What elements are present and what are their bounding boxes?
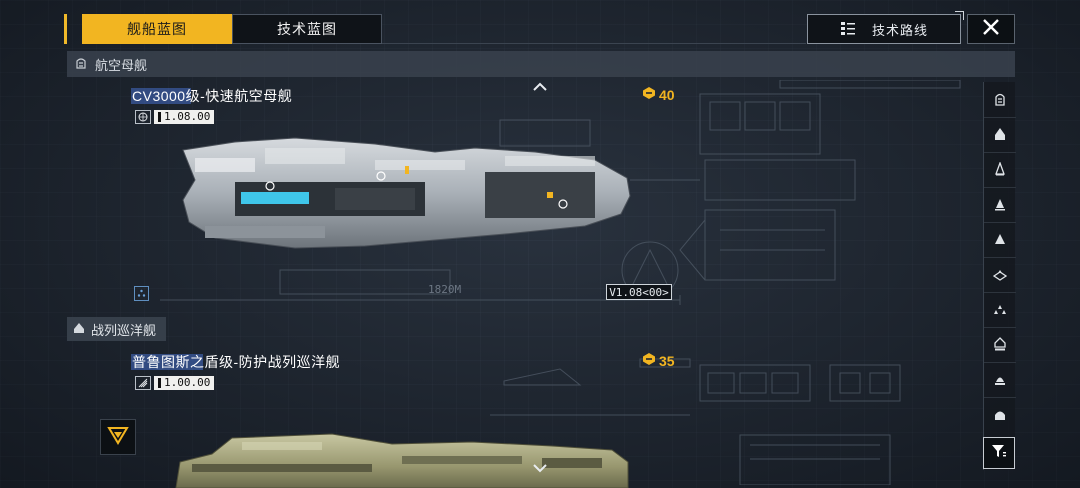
ship-name-plutus-shield[interactable]: 普鲁图斯之盾级-防护战列巡洋舰 (132, 354, 341, 370)
globe-icon (135, 110, 151, 124)
destroyer-class-icon (994, 197, 1006, 216)
cost-token-icon (642, 86, 656, 103)
ship-name-highlight (131, 88, 191, 104)
ship-length-label: 1820M (428, 283, 462, 296)
nav-corvette[interactable] (984, 261, 1016, 293)
platform-class-icon (994, 337, 1006, 356)
nav-platform[interactable] (984, 331, 1016, 363)
nav-special[interactable] (984, 401, 1016, 433)
header-divider (382, 43, 806, 44)
ship-version-cv3000: 1.08.00 (135, 109, 215, 125)
ship-cost-cv3000: 40 (642, 86, 675, 103)
tab-ship-blueprint[interactable]: 舰船蓝图 (82, 14, 232, 44)
scroll-down-icon[interactable] (532, 460, 548, 478)
category-label: 航空母舰 (95, 57, 148, 73)
version-tag-cv3000: V1.08<00> (606, 284, 672, 300)
carrier-class-icon (75, 57, 87, 72)
nav-battlecruiser[interactable] (984, 121, 1016, 153)
tab-tech-blueprint[interactable]: 技术蓝图 (232, 14, 382, 44)
nav-frigate[interactable] (984, 226, 1016, 258)
filter-button[interactable] (983, 437, 1015, 469)
corvette-class-icon (992, 268, 1008, 286)
ship-class-nav (983, 82, 1016, 470)
battlecruiser-class-icon (73, 322, 85, 337)
cruiser-class-icon (994, 161, 1006, 181)
ship-name-highlight (131, 354, 203, 370)
ship-image-cv3000[interactable] (175, 130, 635, 262)
carrier-class-icon (994, 92, 1006, 111)
category-header-carrier: 航空母舰 (67, 51, 1015, 77)
nav-destroyer[interactable] (984, 191, 1016, 223)
ship-name-cv3000[interactable]: CV3000级-快速航空母舰 (132, 88, 293, 104)
fighter-class-icon (993, 303, 1007, 321)
faction-emblem-icon (107, 424, 129, 451)
special-class-icon (994, 408, 1006, 427)
faction-stripe-icon (135, 376, 151, 390)
nav-auxiliary[interactable] (984, 366, 1016, 398)
ship-version-plutus-shield: 1.00.00 (135, 375, 215, 391)
frigate-class-icon (994, 232, 1006, 251)
tech-tree-icon (840, 20, 856, 39)
category-header-battlecruiser: 战列巡洋舰 (67, 317, 167, 341)
tech-route-button[interactable]: 技术路线 (807, 11, 964, 44)
tech-route-label: 技术路线 (871, 22, 928, 38)
nav-cruiser[interactable] (984, 156, 1016, 188)
nav-fighter[interactable] (984, 296, 1016, 328)
battlecruiser-class-icon (994, 127, 1006, 146)
version-number: 1.08.00 (154, 110, 215, 124)
filter-icon (991, 443, 1007, 464)
auxiliary-class-icon (994, 372, 1006, 391)
ship-image-plutus-shield[interactable] (172, 432, 632, 488)
close-icon (981, 17, 1001, 42)
version-number: 1.00.00 (154, 376, 215, 390)
category-label: 战列巡洋舰 (91, 322, 157, 338)
ship-cost-plutus-shield: 35 (642, 352, 675, 369)
cost-token-icon (642, 352, 656, 369)
triangle-dots-icon (137, 285, 146, 303)
close-button[interactable] (967, 14, 1015, 44)
blueprint-corner-badge (134, 286, 149, 301)
nav-carrier[interactable] (984, 86, 1016, 118)
blueprint-schematic-battlecruiser (490, 358, 901, 485)
faction-emblem-button[interactable] (100, 419, 136, 455)
blueprint-tabs: 舰船蓝图 技术蓝图 (82, 14, 382, 44)
tab-accent-marker (64, 14, 67, 44)
scroll-up-icon[interactable] (532, 79, 548, 97)
